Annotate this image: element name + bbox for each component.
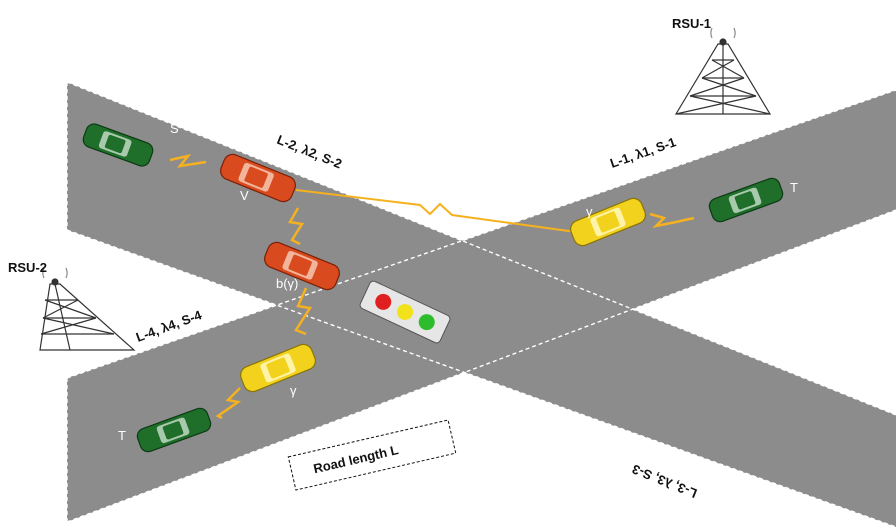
vehicle-v-label: V bbox=[240, 188, 249, 203]
target-right-label: T bbox=[790, 180, 798, 195]
rsu-2-label: RSU-2 bbox=[8, 260, 47, 275]
relay-b-car-icon bbox=[264, 241, 340, 291]
target-right-car-icon bbox=[708, 177, 784, 223]
link-gamma-t-right bbox=[649, 212, 695, 229]
long-link-signal bbox=[295, 189, 606, 237]
rsu-1-tower-icon bbox=[674, 27, 772, 115]
vehicle-v-car-icon bbox=[220, 153, 296, 203]
source-car-icon bbox=[82, 123, 154, 167]
lane-l3-label: L-3, λ3, S-3 bbox=[630, 462, 699, 502]
gamma-bottom-car-icon bbox=[240, 343, 316, 393]
lane-l1-label: L-1, λ1, S-1 bbox=[608, 134, 678, 171]
target-left-label: T bbox=[118, 428, 126, 443]
link-b-gamma bbox=[294, 287, 313, 336]
link-v-b bbox=[288, 207, 305, 246]
link-s-v bbox=[169, 154, 207, 168]
gamma-bottom-label: γ bbox=[290, 383, 297, 398]
lane-l2-label: L-2, λ2, S-2 bbox=[275, 132, 344, 172]
source-label: S bbox=[170, 121, 179, 136]
traffic-light-icon bbox=[359, 280, 451, 344]
gamma-right-car-icon bbox=[570, 197, 646, 247]
relay-b-label: b(γ) bbox=[276, 276, 298, 291]
road-markings bbox=[66, 81, 896, 527]
gamma-right-label: γ bbox=[586, 204, 593, 219]
target-left-car-icon bbox=[136, 407, 212, 453]
link-gamma-t-bottom bbox=[215, 387, 242, 420]
road-segment-l4-l1 bbox=[67, 90, 896, 522]
rsu-1-label: RSU-1 bbox=[672, 16, 711, 31]
rsu-2-tower-icon bbox=[39, 267, 136, 351]
road-length-box: Road length L bbox=[287, 419, 457, 491]
